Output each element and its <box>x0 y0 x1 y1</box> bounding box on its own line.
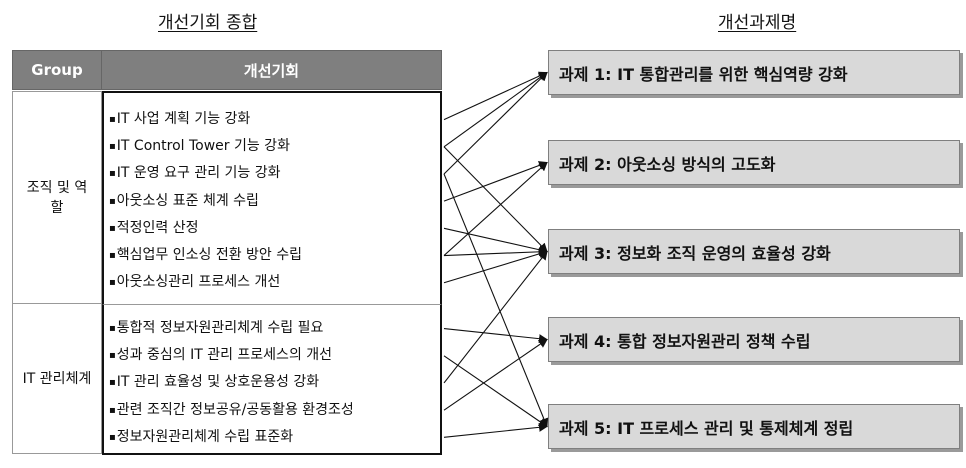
bullet-icon: ▪ <box>109 350 116 362</box>
connector-arrow <box>443 328 548 344</box>
opportunity-column-header: 개선기회 <box>102 50 442 90</box>
group-column-header: Group <box>12 50 102 90</box>
opportunity-list-it-management: ▪통합적 정보자원관리체계 수립 필요 ▪성과 중심의 IT 관리 프로세스의 … <box>102 304 442 455</box>
bullet-icon: ▪ <box>109 431 116 443</box>
bullet-icon: ▪ <box>109 249 116 261</box>
group-label: IT 관리체계 <box>22 370 92 387</box>
bullet-icon: ▪ <box>109 323 116 334</box>
connector-arrow <box>443 161 548 202</box>
task-box-5: 과제 5: IT 프로세스 관리 및 통제체계 정립 <box>548 404 960 449</box>
opportunity-item: ▪성과 중심의 IT 관리 프로세스의 개선 <box>109 347 333 364</box>
opportunity-item: ▪관련 조직간 정보공유/공동활용 환경조성 <box>109 401 354 418</box>
opportunity-item: ▪아웃소싱 표준 체계 수립 <box>109 192 259 209</box>
connector-arrow <box>443 71 548 148</box>
connector-arrow <box>443 338 548 411</box>
task-box-4: 과제 4: 통합 정보자원관리 정책 수립 <box>548 317 960 362</box>
opportunity-item: ▪IT 사업 계획 기능 강화 <box>109 111 251 127</box>
connector-arrow <box>443 250 548 384</box>
opportunity-item: ▪통합적 정보자원관리체계 수립 필요 <box>109 320 324 336</box>
opportunity-item: ▪IT Control Tower 기능 강화 <box>109 138 290 155</box>
left-section-heading: 개선기회 종합 <box>158 13 258 33</box>
connector-arrow <box>443 422 548 438</box>
connector-arrow <box>443 146 548 253</box>
connector-arrow <box>443 173 549 428</box>
connector-arrow <box>443 71 548 121</box>
task-box-1: 과제 1: IT 통합관리를 위한 핵심역량 강화 <box>548 50 960 95</box>
opportunity-item: ▪IT 운영 요구 관리 기능 강화 <box>109 165 281 182</box>
task-box-2: 과제 2: 아웃소싱 방식의 고도화 <box>548 140 960 185</box>
connector-arrow <box>443 355 548 428</box>
opportunity-item: ▪핵심업무 인소싱 전환 방안 수립 <box>109 246 303 263</box>
bullet-icon: ▪ <box>109 277 116 289</box>
bullet-icon: ▪ <box>109 222 116 234</box>
opportunity-item: ▪IT 관리 효율성 및 상호운용성 강화 <box>109 374 320 391</box>
connector-arrow <box>443 71 548 175</box>
bullet-icon: ▪ <box>109 141 116 153</box>
group-cell-organization: 조직 및 역할 <box>12 91 102 304</box>
connector-arrow <box>443 249 548 284</box>
bullet-icon: ▪ <box>109 168 116 180</box>
connector-arrow <box>443 161 548 256</box>
bullet-icon: ▪ <box>109 195 116 207</box>
bullet-icon: ▪ <box>109 377 116 389</box>
opportunity-item: ▪적정인력 산정 <box>109 219 199 236</box>
bullet-icon: ▪ <box>109 114 116 125</box>
connector-arrow <box>443 247 548 257</box>
opportunity-list-organization: ▪IT 사업 계획 기능 강화 ▪IT Control Tower 기능 강화 … <box>102 91 442 305</box>
connector-arrow <box>443 227 548 255</box>
task-box-3: 과제 3: 정보화 조직 운영의 효율성 강화 <box>548 229 960 274</box>
group-cell-it-management: IT 관리체계 <box>12 304 102 454</box>
bullet-icon: ▪ <box>109 404 116 416</box>
opportunity-item: ▪아웃소싱관리 프로세스 개선 <box>109 274 281 291</box>
opportunity-item: ▪정보자원관리체계 수립 표준화 <box>109 428 294 445</box>
right-section-heading: 개선과제명 <box>718 13 797 33</box>
group-label: 조직 및 역할 <box>26 179 88 216</box>
